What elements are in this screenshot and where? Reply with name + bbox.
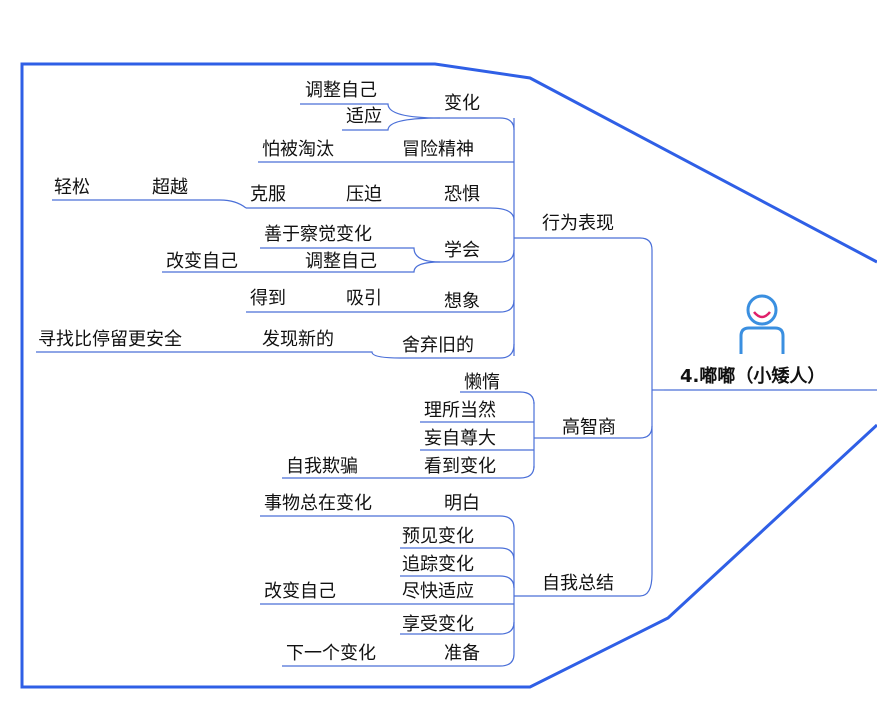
node-abandon-old[interactable]: 舍弃旧的: [402, 335, 474, 356]
wire-trunk-iq: [540, 425, 653, 439]
connector-line-21: [302, 261, 441, 273]
node-self-deception[interactable]: 自我欺骗: [286, 456, 358, 477]
node-change-adjust-self[interactable]: 调整自己: [305, 80, 377, 101]
connector-line-34: [420, 465, 535, 479]
node-track-change[interactable]: 追踪变化: [402, 554, 474, 575]
branch-behavior[interactable]: 行为表现: [542, 213, 614, 234]
node-get[interactable]: 得到: [250, 288, 286, 309]
connector-line-44: [400, 621, 515, 635]
connector-line-38: [440, 515, 515, 529]
node-taken-for-granted[interactable]: 理所当然: [424, 400, 496, 421]
node-lazy[interactable]: 懒惰: [464, 372, 500, 393]
node-learn[interactable]: 学会: [444, 240, 480, 261]
node-imagine[interactable]: 想象: [444, 291, 480, 312]
branch-high-iq[interactable]: 高智商: [562, 417, 616, 438]
node-arrogant[interactable]: 妄自尊大: [424, 428, 496, 449]
node-relax[interactable]: 轻松: [54, 177, 90, 198]
node-always-change[interactable]: 事物总在变化: [264, 493, 372, 514]
node-adapt-fast[interactable]: 尽快适应: [402, 581, 474, 602]
wire-trunk-behavior: [540, 237, 653, 251]
node-change-adapt[interactable]: 适应: [346, 106, 382, 127]
connector-line-8: [499, 117, 515, 131]
central-topic[interactable]: 4.嘟嘟（小矮人）: [680, 366, 826, 387]
node-prepare[interactable]: 准备: [444, 643, 480, 664]
connector-line-27: [258, 351, 401, 359]
node-summary-change-self[interactable]: 改变自己: [264, 581, 336, 602]
node-discover-new[interactable]: 发现新的: [262, 329, 334, 350]
connector-line-15: [440, 207, 515, 221]
connector-line-19: [440, 249, 515, 263]
node-fear-of-elimination[interactable]: 怕被淘汰: [262, 139, 334, 160]
connector-line-23: [440, 299, 515, 313]
node-attract[interactable]: 吸引: [346, 288, 382, 309]
node-safer[interactable]: 寻找比停留更安全: [38, 329, 182, 350]
connector-line-45: [440, 653, 515, 667]
node-learn-adjust-self[interactable]: 调整自己: [305, 251, 377, 272]
person-icon: [739, 294, 785, 354]
node-overcome[interactable]: 克服: [250, 184, 286, 205]
node-see-change[interactable]: 看到变化: [424, 456, 496, 477]
connector-line-18: [52, 199, 247, 209]
connector-line-40: [400, 547, 515, 561]
node-change-self[interactable]: 改变自己: [166, 251, 238, 272]
connector-line-41: [400, 575, 515, 589]
node-understand[interactable]: 明白: [444, 493, 480, 514]
node-change[interactable]: 变化: [444, 93, 480, 114]
branch-summary[interactable]: 自我总结: [542, 573, 614, 594]
frame-outline: [20, 62, 877, 689]
node-fear[interactable]: 恐惧: [444, 184, 480, 205]
wire-trunk-summary: [540, 573, 653, 597]
connector-line-31: [460, 391, 535, 405]
node-next-change[interactable]: 下一个变化: [286, 643, 376, 664]
connector-line-9: [499, 343, 515, 359]
node-adventure[interactable]: 冒险精神: [402, 139, 474, 160]
node-foresee-change[interactable]: 预见变化: [402, 526, 474, 547]
connector-line-12: [342, 117, 441, 131]
node-pressure[interactable]: 压迫: [346, 184, 382, 205]
node-surpass[interactable]: 超越: [152, 177, 188, 198]
node-enjoy-change[interactable]: 享受变化: [402, 614, 474, 635]
node-notice-change[interactable]: 善于察觉变化: [264, 224, 372, 245]
